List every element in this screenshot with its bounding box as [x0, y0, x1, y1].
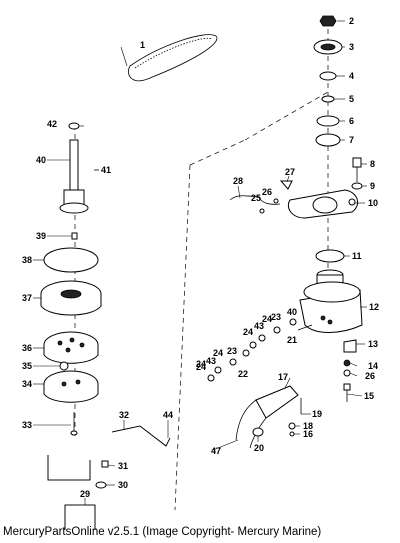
ring-38: [43, 247, 99, 273]
bracket: [287, 189, 359, 219]
label-part-22: 22: [238, 369, 248, 379]
label-part-40: 40: [36, 155, 46, 165]
fasteners-16-18-19: [288, 398, 302, 437]
label-part-6: 6: [349, 116, 354, 126]
label-part-2: 2: [349, 16, 354, 26]
key: [71, 232, 78, 240]
label-part-26-upper: 26: [262, 187, 272, 197]
label-part-5: 5: [349, 94, 354, 104]
label-part-42: 42: [47, 119, 57, 129]
label-part-8: 8: [370, 159, 375, 169]
shaft-assembly: [59, 122, 99, 214]
label-part-14: 14: [368, 361, 378, 371]
label-part-24: 24: [196, 362, 206, 372]
label-part-10: 10: [368, 198, 378, 208]
label-part-17: 17: [278, 372, 288, 382]
label-part-19: 19: [312, 409, 322, 419]
label-part-7: 7: [349, 135, 354, 145]
label-part-29: 29: [80, 489, 90, 499]
image-caption: MercuryPartsOnline v2.5.1 (Image Copyrig…: [3, 526, 322, 538]
hose: [64, 504, 96, 530]
label-part-16: 16: [303, 429, 313, 439]
ring-11: [315, 249, 345, 263]
switch-box: [235, 385, 299, 449]
label-part-25: 25: [251, 193, 261, 203]
label-part-33: 33: [22, 420, 32, 430]
leader-lines: [33, 20, 367, 505]
screw-33: [70, 412, 78, 436]
label-part-38: 38: [22, 255, 32, 265]
tubes: [47, 425, 171, 481]
label-part-21: 21: [287, 335, 297, 345]
label-part-1: 1: [140, 40, 145, 50]
label-part-12: 12: [369, 302, 379, 312]
clamps: [95, 460, 109, 489]
flywheel: [40, 280, 102, 316]
nut-35: [59, 361, 69, 371]
label-part-24-c: 24: [243, 327, 253, 337]
lead-and-pointer: [229, 180, 293, 214]
label-part-39: 39: [36, 231, 46, 241]
label-part-31: 31: [118, 461, 128, 471]
label-part-24-d: 24: [262, 314, 272, 324]
label-part-4: 4: [349, 71, 354, 81]
label-part-20: 20: [254, 443, 264, 453]
label-part-41: 41: [101, 165, 111, 175]
label-part-43-b: 43: [254, 321, 264, 331]
plate: [43, 370, 99, 403]
label-part-24-b: 24: [213, 348, 223, 358]
label-part-23-b: 23: [271, 312, 281, 322]
label-part-11: 11: [352, 251, 362, 261]
screw-washer-8-9: [351, 157, 363, 190]
label-part-3: 3: [349, 42, 354, 52]
label-part-47: 47: [211, 446, 221, 456]
label-part-34: 34: [22, 379, 32, 389]
label-part-44: 44: [163, 410, 173, 420]
label-part-37: 37: [22, 293, 32, 303]
belt: [128, 34, 218, 82]
label-part-24-a: 24: [196, 359, 206, 369]
label-part-26: 26: [365, 371, 375, 381]
label-part-43: 43: [206, 356, 216, 366]
label-part-36: 36: [22, 343, 32, 353]
assembly-dashed-lines: [74, 20, 329, 511]
label-part-30: 30: [118, 480, 128, 490]
label-part-13: 13: [368, 339, 378, 349]
label-part-35: 35: [22, 361, 32, 371]
label-part-28: 28: [233, 176, 243, 186]
label-part-23: 23: [227, 346, 237, 356]
label-part-9: 9: [370, 181, 375, 191]
label-part-32: 32: [119, 410, 129, 420]
part-number-labels: 1 2 3 4 5 6 7 8 9 10 11 12 13 14 15 16 1…: [22, 16, 379, 499]
label-part-40-b: 40: [287, 307, 297, 317]
label-part-15: 15: [364, 391, 374, 401]
stator: [43, 331, 99, 364]
pulley-stack: [313, 15, 343, 147]
label-part-27: 27: [285, 167, 295, 177]
nuts-washers: [207, 318, 313, 382]
housing: [299, 269, 363, 333]
label-part-18: 18: [303, 421, 313, 431]
clip-and-fasteners: [343, 339, 357, 402]
